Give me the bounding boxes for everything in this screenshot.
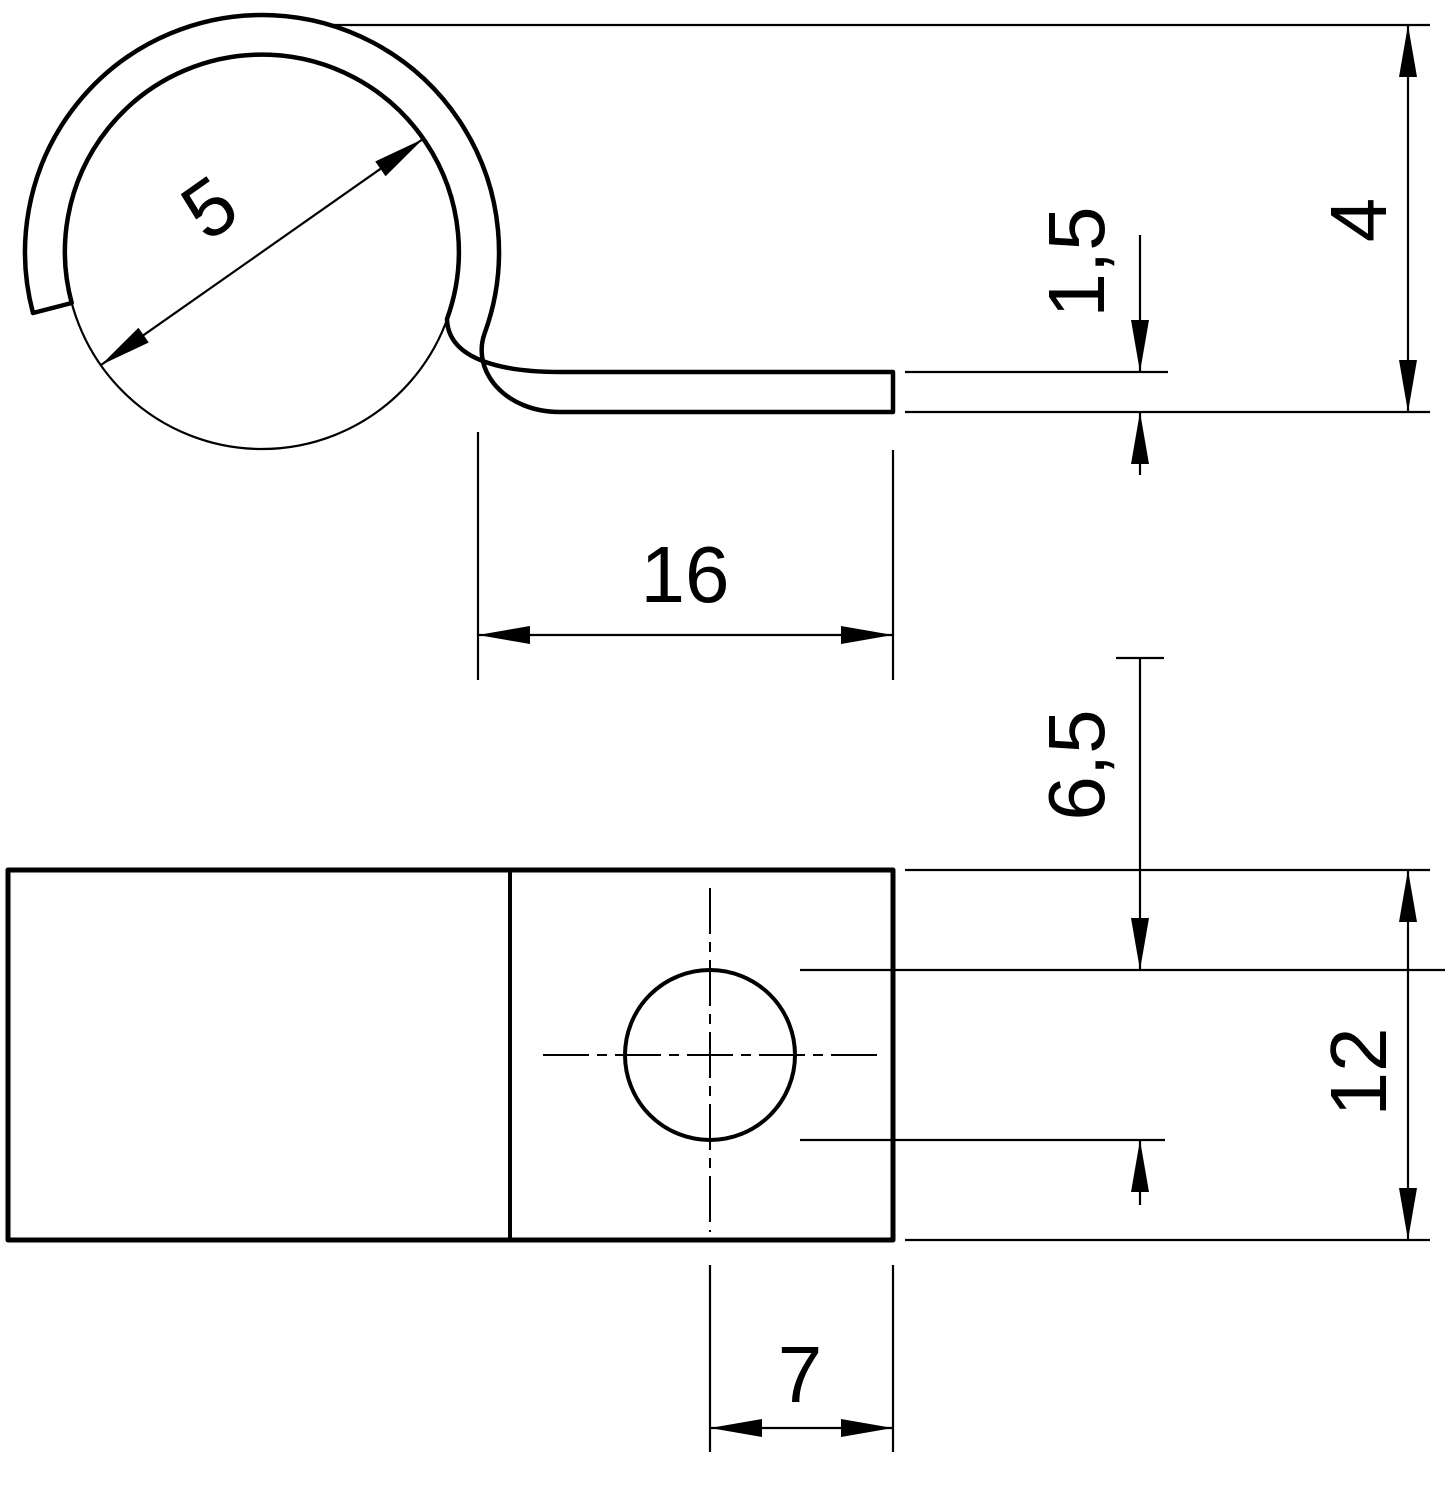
arrowhead (1131, 918, 1149, 970)
arrowhead (478, 626, 530, 644)
clip-profile (22, 12, 896, 415)
side-view: 5 16 1,5 4 (22, 12, 1430, 680)
arrowhead (1399, 870, 1417, 922)
top-view: 6,5 12 7 (5, 656, 1445, 1452)
dim-hole-offset: 7 (708, 1265, 895, 1452)
arrowhead (1399, 25, 1417, 77)
dim-label-height: 4 (1314, 198, 1403, 243)
dim-material-thickness: 1,5 (905, 206, 1430, 475)
arrowhead (375, 139, 423, 177)
dim-clamp-diameter: 5 (100, 138, 424, 366)
strap-outline (5, 867, 896, 1243)
arrowhead (841, 626, 893, 644)
arrowhead (1399, 1188, 1417, 1240)
dim-line (100, 138, 424, 366)
arrowhead (1399, 360, 1417, 412)
dim-leg-length: 16 (476, 432, 895, 680)
dim-label-hole-diameter: 6,5 (1032, 709, 1121, 820)
dim-strap-width: 12 (905, 868, 1430, 1242)
arrowhead (1131, 412, 1149, 464)
dim-label-material-thickness: 1,5 (1032, 206, 1121, 317)
arrowhead (710, 1419, 762, 1437)
dim-label-clamp-diameter: 5 (166, 159, 254, 257)
arrowhead (1131, 1140, 1149, 1192)
arrowhead (841, 1419, 893, 1437)
arrowhead (1131, 320, 1149, 372)
dim-label-leg-length: 16 (641, 530, 730, 619)
dim-height: 4 (330, 23, 1430, 412)
arrowhead (101, 327, 149, 365)
dim-hole-diameter: 6,5 (800, 656, 1445, 1205)
dim-label-hole-offset: 7 (778, 1330, 823, 1419)
dim-label-strap-width: 12 (1314, 1028, 1403, 1117)
